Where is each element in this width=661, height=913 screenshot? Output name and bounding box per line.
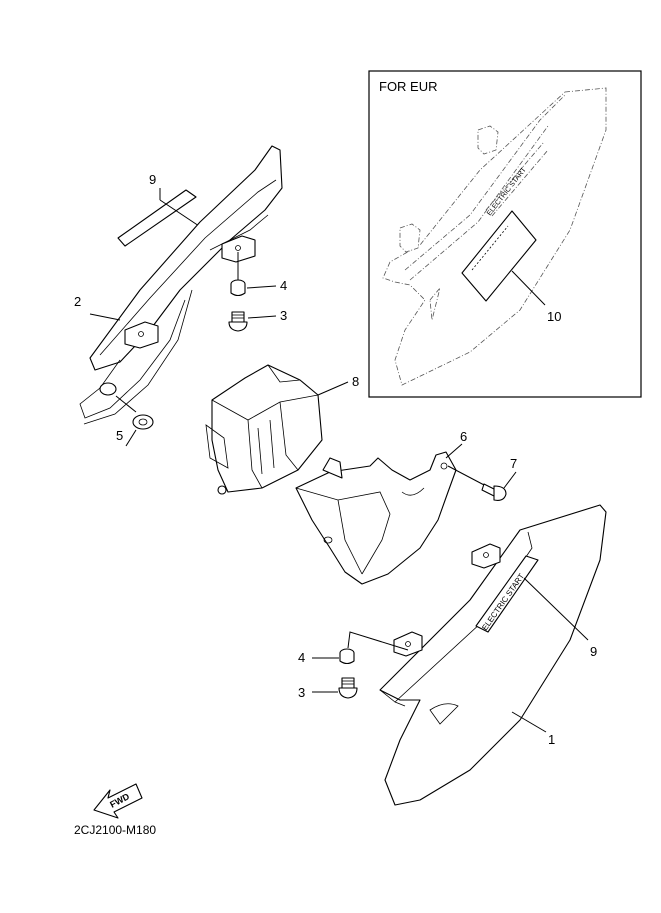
warning-label (461, 210, 537, 302)
left-side-cover: 9 2 (74, 145, 283, 425)
right-bolt-3: 3 (298, 677, 358, 700)
inset-for-eur: FOR EUR ELECTRIC START 10 (368, 70, 642, 398)
left-grommet-5: 5 (115, 395, 154, 447)
inset-title: FOR EUR (379, 79, 438, 94)
diagram-code: 2CJ2100-M180 (74, 823, 156, 837)
bracket-6: 6 (295, 429, 487, 585)
callout-2: 2 (74, 294, 81, 309)
right-side-cover: ELECTRIC START 9 1 (347, 504, 607, 806)
callout-10: 10 (547, 309, 561, 324)
callout-9-right: 9 (590, 644, 597, 659)
fwd-arrow-icon: FWD (93, 783, 143, 819)
callout-8: 8 (352, 374, 359, 389)
left-collar-4: 4 (230, 278, 287, 297)
callout-4-right: 4 (298, 650, 305, 665)
callout-4-left: 4 (280, 278, 287, 293)
right-emblem-9 (475, 555, 539, 633)
callout-7: 7 (510, 456, 517, 471)
callout-3-right: 3 (298, 685, 305, 700)
callout-6: 6 (460, 429, 467, 444)
callout-9-left: 9 (149, 172, 156, 187)
left-bolt-3: 3 (228, 308, 287, 332)
callout-3-left: 3 (280, 308, 287, 323)
callout-5: 5 (116, 428, 123, 443)
battery-box-8: 8 (205, 364, 359, 495)
bracket-bolt-7: 7 (481, 456, 517, 501)
right-collar-4: 4 (298, 648, 355, 665)
callout-1: 1 (548, 732, 555, 747)
left-stripe-9 (117, 189, 197, 247)
